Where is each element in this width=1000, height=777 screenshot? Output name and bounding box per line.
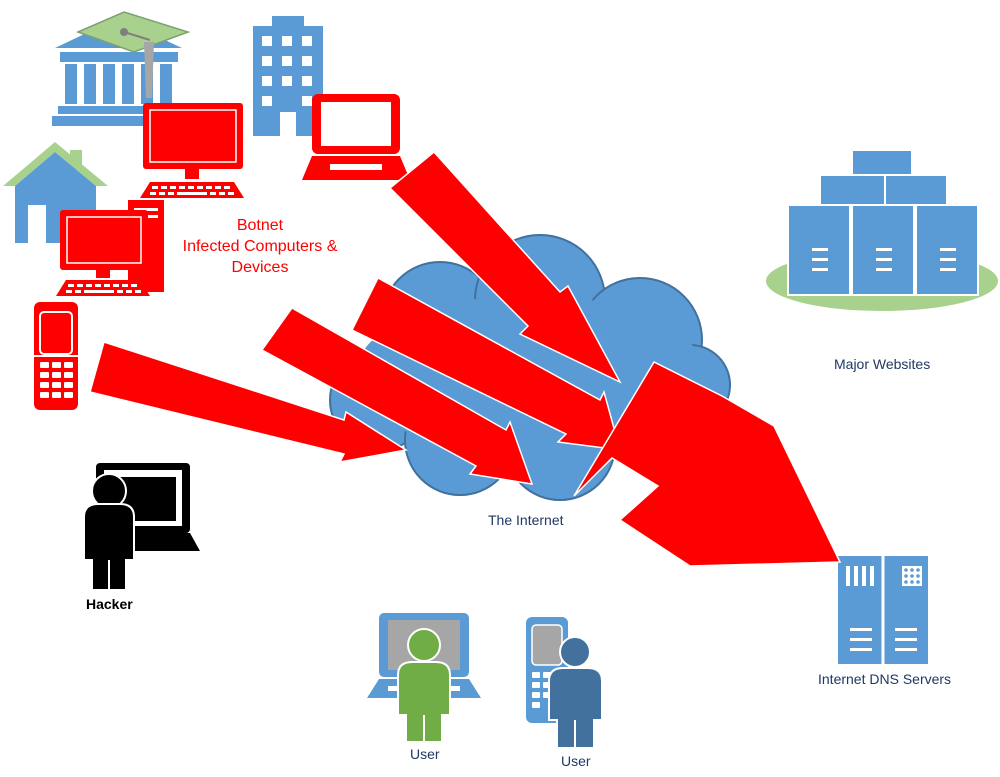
mobile-phone-icon <box>34 302 78 410</box>
attack-arrow-icon <box>260 307 534 485</box>
hacker-icon <box>83 463 200 591</box>
office-building-icon <box>253 16 323 136</box>
server-farm-icon <box>766 149 998 311</box>
desktop-computer-icon <box>56 200 164 296</box>
botnet-subtitle-2: Devices <box>231 259 289 276</box>
botnet-subtitle: Infected Computers & <box>182 238 338 255</box>
user-icon <box>526 617 603 749</box>
attack-arrow-icon <box>573 361 842 567</box>
user-icon <box>367 613 481 743</box>
dns-servers-label: Internet DNS Servers <box>818 671 952 687</box>
laptop-icon <box>302 94 410 180</box>
desktop-computer-icon <box>140 103 244 198</box>
internet-label: The Internet <box>488 512 564 528</box>
user-phone-label: User <box>561 753 591 769</box>
botnet-title: Botnet <box>236 217 284 234</box>
attack-arrow-icon <box>388 150 622 384</box>
major-websites-label: Major Websites <box>834 356 931 372</box>
attack-arrow-icon <box>89 341 409 464</box>
hacker-label: Hacker <box>86 596 133 612</box>
dns-server-icon <box>838 556 928 664</box>
attack-arrows <box>89 150 842 567</box>
user-laptop-label: User <box>410 746 440 762</box>
attack-arrow-icon <box>350 276 622 451</box>
botnet-label: Botnet Infected Computers & Devices <box>160 215 360 278</box>
university-icon <box>52 11 191 126</box>
